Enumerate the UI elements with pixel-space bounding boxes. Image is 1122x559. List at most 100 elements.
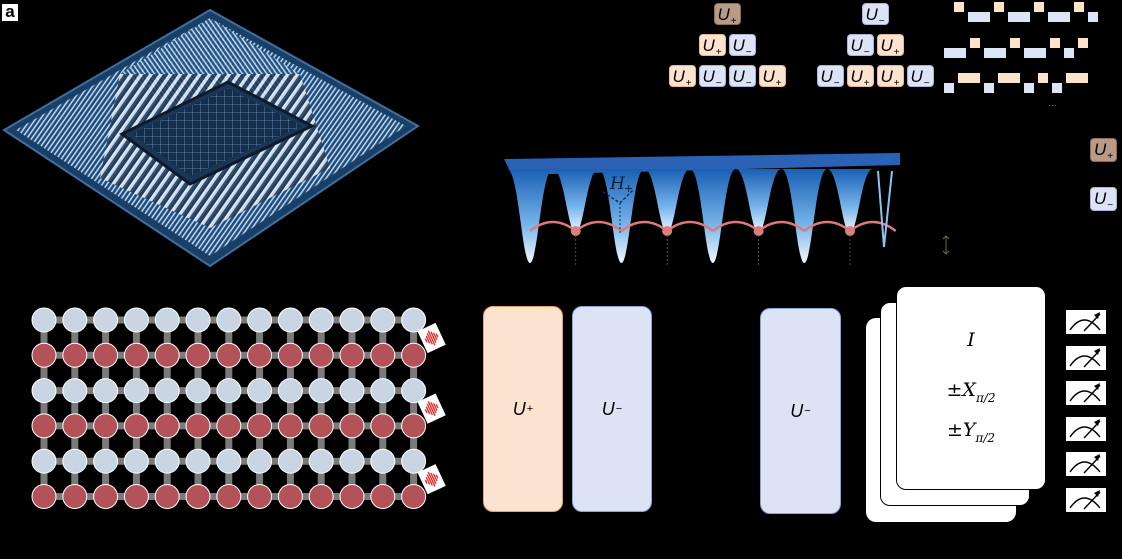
gate-u-plus: U+	[483, 306, 563, 512]
qubit	[123, 307, 149, 333]
qubit	[401, 484, 427, 509]
qubit	[93, 413, 119, 439]
qubit	[247, 448, 273, 474]
qubit	[123, 448, 149, 474]
qubit	[401, 342, 427, 368]
legend-tile: U+	[1090, 138, 1117, 162]
qubit	[370, 342, 396, 368]
legend-tile: U−	[1090, 187, 1117, 211]
qubit	[216, 307, 242, 333]
potential-well	[598, 169, 645, 263]
qubit	[62, 378, 88, 404]
qubit	[247, 378, 273, 404]
potential-well	[827, 169, 873, 233]
U-plus-tree-tile: U+	[758, 65, 786, 89]
qubit	[62, 307, 88, 333]
tunneling-arc	[803, 220, 851, 232]
tunneling-arc	[574, 220, 623, 232]
qubit	[93, 342, 119, 368]
qubit	[93, 484, 119, 509]
tile-subscript: −	[923, 78, 930, 89]
qubit	[370, 378, 396, 404]
qubit	[308, 342, 334, 368]
U-minus-tree-tile: U−	[816, 65, 844, 89]
legend-symbol: U	[1093, 140, 1107, 159]
gate-symbol: U	[790, 400, 804, 421]
qubit	[154, 484, 180, 509]
qubit	[277, 448, 303, 474]
qubit	[277, 378, 303, 404]
qubit	[185, 484, 211, 509]
qubit	[308, 378, 334, 404]
tile-subscript: +	[775, 78, 782, 89]
gate-symbol: U	[512, 398, 526, 419]
U-minus-tree-tile: U+	[876, 65, 904, 89]
pulse-minus	[944, 83, 954, 93]
qubit	[123, 342, 149, 368]
qubit	[370, 484, 396, 509]
qubit	[154, 448, 180, 474]
pulse-plus	[970, 38, 980, 48]
qubit	[308, 307, 334, 333]
tile-subscript: −	[745, 78, 752, 89]
qubit	[339, 484, 365, 509]
qubit	[185, 342, 211, 368]
potential-well	[552, 169, 599, 233]
panel-label: a	[2, 3, 18, 21]
pulse-plus	[1050, 38, 1060, 48]
pulse-plus	[958, 73, 980, 83]
U-minus-tree-tile: U−	[846, 34, 874, 58]
qubit	[93, 307, 119, 333]
legend-symbol: U	[1093, 189, 1107, 208]
gate-u-minus-1: U−	[572, 306, 652, 512]
pulse-plus	[1074, 2, 1084, 12]
qubit	[62, 342, 88, 368]
qubit	[62, 413, 88, 439]
pulse-sequence	[940, 0, 1122, 110]
qubit-lattice	[31, 307, 446, 509]
potential-well	[690, 169, 736, 263]
U-plus-tree-tile: U+	[668, 65, 696, 89]
pulse-plus	[994, 2, 1004, 12]
qubit	[31, 484, 57, 509]
readout-card-front: I ±Xπ/2 ±Yπ/2	[896, 286, 1046, 490]
tile-subscript: +	[893, 47, 900, 58]
potential-well	[507, 169, 553, 263]
qubit	[277, 307, 303, 333]
tile-subscript: +	[685, 78, 692, 89]
pulse-plus	[1038, 73, 1048, 83]
potential-well	[644, 169, 690, 233]
qubit	[31, 448, 57, 474]
U-minus-tree-tile: U+	[876, 34, 904, 58]
gate-u-minus-2: U−	[760, 308, 841, 514]
tile-subscript: +	[863, 78, 870, 89]
U-plus-tree-tile: U−	[728, 65, 756, 89]
tile-subscript: +	[715, 47, 722, 58]
hamiltonian-annotation: H +	[602, 174, 634, 233]
qubit	[31, 342, 57, 368]
pulse-plus	[1066, 73, 1088, 83]
qubit	[308, 413, 334, 439]
qubit	[31, 378, 57, 404]
qubit	[277, 413, 303, 439]
measurement-meter-icon	[1066, 487, 1106, 512]
drive-pulse-icon	[417, 322, 446, 354]
qubit	[185, 307, 211, 333]
qubit	[31, 307, 57, 333]
qubit	[401, 413, 427, 439]
qubit	[339, 378, 365, 404]
qubit	[62, 448, 88, 474]
tile-subscript: +	[893, 78, 900, 89]
pulse-minus	[968, 12, 990, 22]
tunneling-arc	[757, 220, 806, 232]
gate-subscript: −	[615, 403, 623, 415]
tunneling-arc	[712, 220, 760, 232]
pulse-minus	[944, 48, 966, 58]
tunneling-arc	[849, 220, 897, 232]
tunneling-arc	[666, 220, 714, 232]
qubit	[370, 413, 396, 439]
qubit	[185, 413, 211, 439]
tunneling-arc	[529, 220, 577, 232]
U-plus-tree-tile: U+	[713, 3, 741, 27]
qubit	[339, 307, 365, 333]
